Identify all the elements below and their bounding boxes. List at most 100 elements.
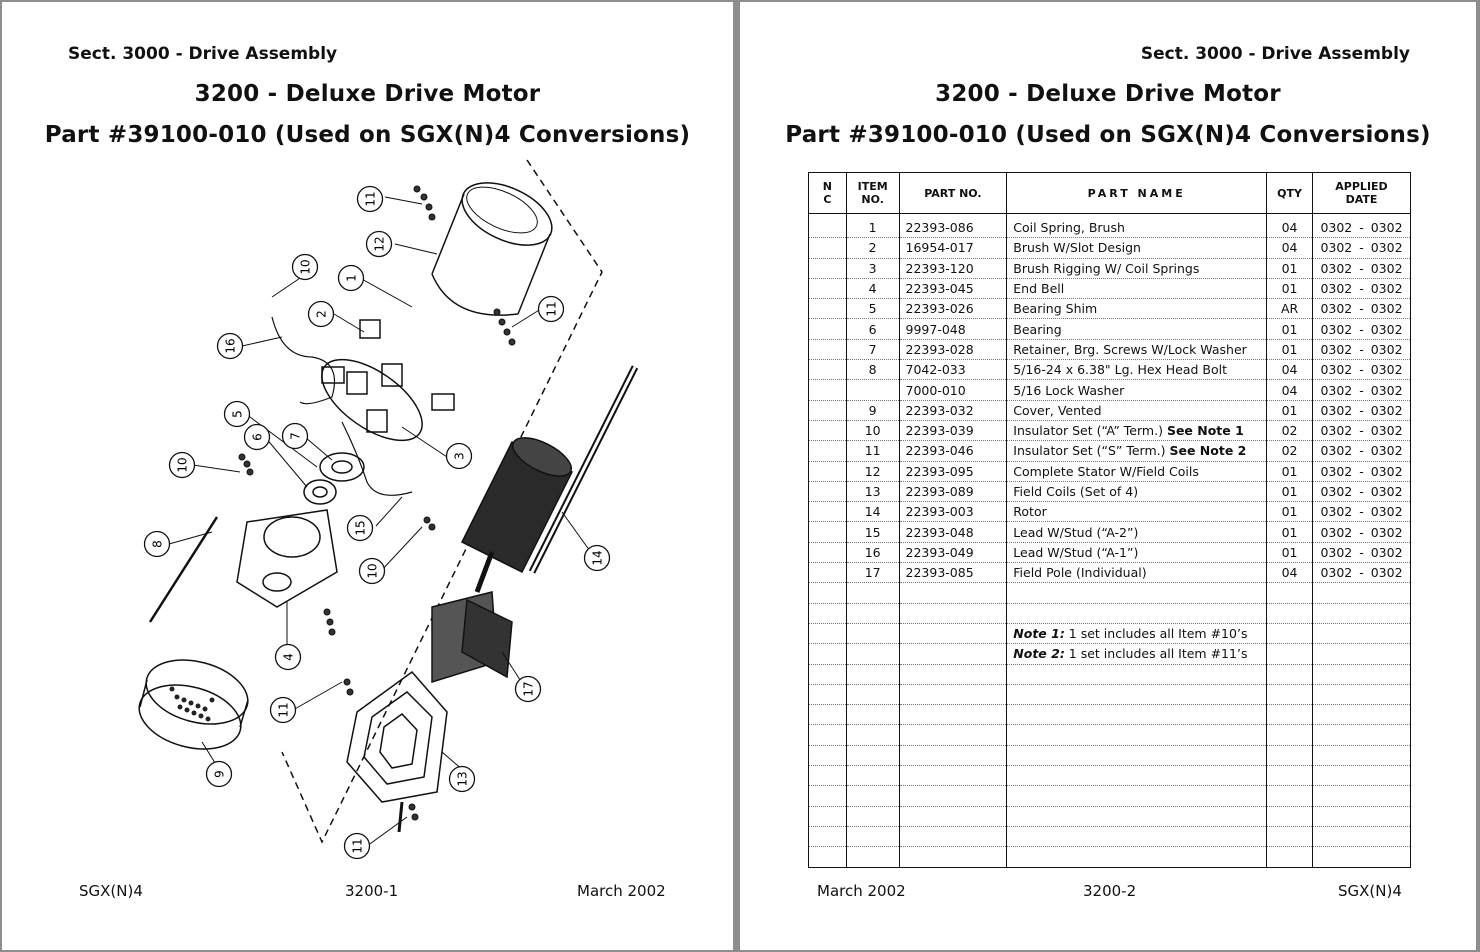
- callout-14: 14: [583, 544, 611, 572]
- svg-text:7: 7: [289, 432, 303, 440]
- cell-item-no: 12: [845, 461, 900, 482]
- cell-item-no: 6: [845, 318, 900, 340]
- cell-nc: [808, 542, 847, 564]
- cell-applied-date: 0302 - 0302: [1311, 379, 1412, 401]
- field-poles-drawing: [431, 591, 513, 684]
- cell-nc: [808, 440, 847, 462]
- cell-item: [845, 664, 900, 685]
- callout-11b: 11: [537, 295, 565, 323]
- cell-qty: 01: [1266, 258, 1313, 279]
- callout-1: 1: [337, 264, 365, 292]
- cell-nc: [808, 379, 847, 401]
- cell-part-no: 22393-039: [898, 420, 1008, 442]
- cell-applied-date: 0302 - 0302: [1311, 278, 1412, 300]
- callout-8: 8: [143, 530, 171, 558]
- cell-part-no: 9997-048: [898, 318, 1008, 340]
- cell-qty: 01: [1266, 521, 1313, 543]
- callout-5: 5: [223, 400, 251, 428]
- callout-6: 6: [243, 423, 271, 451]
- header-part-name: PART NAME: [1006, 172, 1268, 214]
- cell-qty: 04: [1266, 359, 1313, 381]
- cell-nc: [808, 318, 847, 340]
- callout-10c: 10: [358, 557, 386, 585]
- cell-part-no: 7000-010: [898, 379, 1008, 401]
- bolt-drawing: [148, 516, 219, 623]
- page-subtitle: Part #39100-010 (Used on SGX(N)4 Convers…: [785, 122, 1431, 148]
- cell-nc: [808, 623, 847, 645]
- cell-part-no: [898, 806, 1008, 827]
- cell-part-name: Insulator Set (“S” Term.) See Note 2: [1006, 440, 1268, 462]
- cell-qty: 04: [1266, 562, 1313, 584]
- cell-item: [845, 806, 900, 827]
- part-name-text: Coil Spring, Brush: [1013, 220, 1125, 236]
- cell-part-no: [898, 664, 1008, 685]
- cell-part-no: 7042-033: [898, 359, 1008, 381]
- cell-part-no: 22393-089: [898, 481, 1008, 503]
- cell-qty: [1266, 806, 1313, 827]
- cell-nc: [808, 461, 847, 482]
- cell-part-name: [1006, 785, 1268, 807]
- dashed-boundary: [281, 159, 603, 844]
- cell-part-no: 22393-028: [898, 339, 1008, 361]
- cell-qty: [1266, 603, 1313, 624]
- cell-qty: 01: [1266, 481, 1313, 503]
- cell-part-no: 22393-045: [898, 278, 1008, 300]
- svg-text:10: 10: [366, 563, 380, 578]
- cell-date: [1311, 664, 1412, 685]
- cell-part-name: [1006, 765, 1268, 787]
- cell-applied-date: 0302 - 0302: [1311, 440, 1412, 462]
- page-subtitle: Part #39100-010 (Used on SGX(N)4 Convers…: [44, 122, 691, 148]
- svg-text:16: 16: [224, 338, 238, 353]
- cell-qty: 01: [1266, 400, 1313, 421]
- cell-nc: [808, 298, 847, 320]
- cell-part-no: [898, 684, 1008, 706]
- cell-nc: [808, 339, 847, 361]
- cell-qty: 01: [1266, 542, 1313, 564]
- cell-part-no: [898, 704, 1008, 726]
- cell-part-name: [1006, 846, 1268, 868]
- cell-date: [1311, 826, 1412, 848]
- cell-part-name: [1006, 826, 1268, 848]
- cell-part-no: 22393-048: [898, 521, 1008, 543]
- cell-part-no: [898, 785, 1008, 807]
- svg-text:11: 11: [364, 191, 378, 206]
- part-name-text: Complete Stator W/Field Coils: [1013, 463, 1199, 479]
- cell-part-name: [1006, 704, 1268, 726]
- part-name-text: 5/16 Lock Washer: [1013, 382, 1125, 398]
- cell-nc: [808, 745, 847, 767]
- cell-item-no: 14: [845, 501, 900, 523]
- table-row-blank: [808, 704, 1412, 726]
- vented-cover-drawing: [138, 659, 249, 750]
- table-row-blank: [808, 826, 1412, 848]
- cell-item: [845, 765, 900, 787]
- part-name-text: Bearing: [1013, 321, 1062, 337]
- footer-right: March 2002: [577, 882, 666, 900]
- cell-item: [845, 846, 900, 868]
- cell-item-no: 5: [845, 298, 900, 320]
- note-reference: See Note 1: [1166, 423, 1244, 439]
- cell-part-name: Rotor: [1006, 501, 1268, 523]
- table-row-blank: [808, 846, 1412, 868]
- cell-part-no: 22393-086: [898, 213, 1008, 239]
- cell-part-name: 5/16 Lock Washer: [1006, 379, 1268, 401]
- cell-date: [1311, 582, 1412, 604]
- footer-left: SGX(N)4: [79, 882, 143, 900]
- cell-item: [845, 684, 900, 706]
- cell-part-no: 22393-046: [898, 440, 1008, 462]
- cell-part-no: 16954-017: [898, 237, 1008, 259]
- cell-qty: 02: [1266, 440, 1313, 462]
- cell-item: [845, 724, 900, 746]
- cell-part-name: Coil Spring, Brush: [1006, 213, 1268, 239]
- cell-item-no: 13: [845, 481, 900, 503]
- table-row-blank: [808, 765, 1412, 787]
- part-name-text: Brush Rigging W/ Coil Springs: [1013, 260, 1200, 276]
